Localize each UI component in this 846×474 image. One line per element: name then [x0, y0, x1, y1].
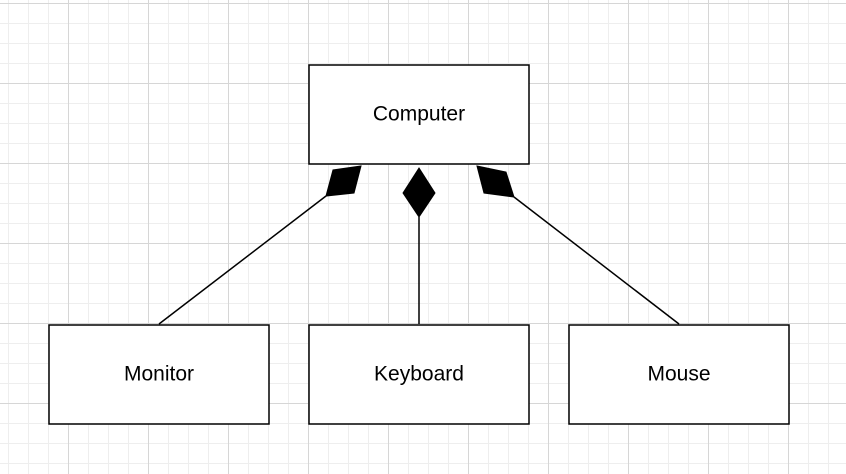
edge-line — [158, 195, 327, 325]
edge-keyboard-computer — [402, 167, 436, 324]
node-label: Computer — [373, 103, 465, 126]
node-box — [48, 324, 270, 425]
composition-diamond — [476, 165, 515, 198]
node-label: Keyboard — [374, 363, 464, 386]
node-label: Monitor — [124, 363, 194, 386]
node-keyboard[interactable]: Keyboard — [308, 324, 530, 425]
node-mouse[interactable]: Mouse — [568, 324, 790, 425]
edge-line — [513, 196, 680, 325]
edge-mouse-computer — [476, 165, 680, 325]
composition-diamond — [402, 167, 436, 218]
composition-diamond — [325, 165, 362, 197]
node-box — [308, 324, 530, 425]
node-monitor[interactable]: Monitor — [48, 324, 270, 425]
node-box — [568, 324, 790, 425]
edge-monitor-computer — [158, 165, 362, 325]
node-label: Mouse — [647, 363, 710, 386]
node-box — [308, 64, 530, 165]
node-computer[interactable]: Computer — [308, 64, 530, 165]
